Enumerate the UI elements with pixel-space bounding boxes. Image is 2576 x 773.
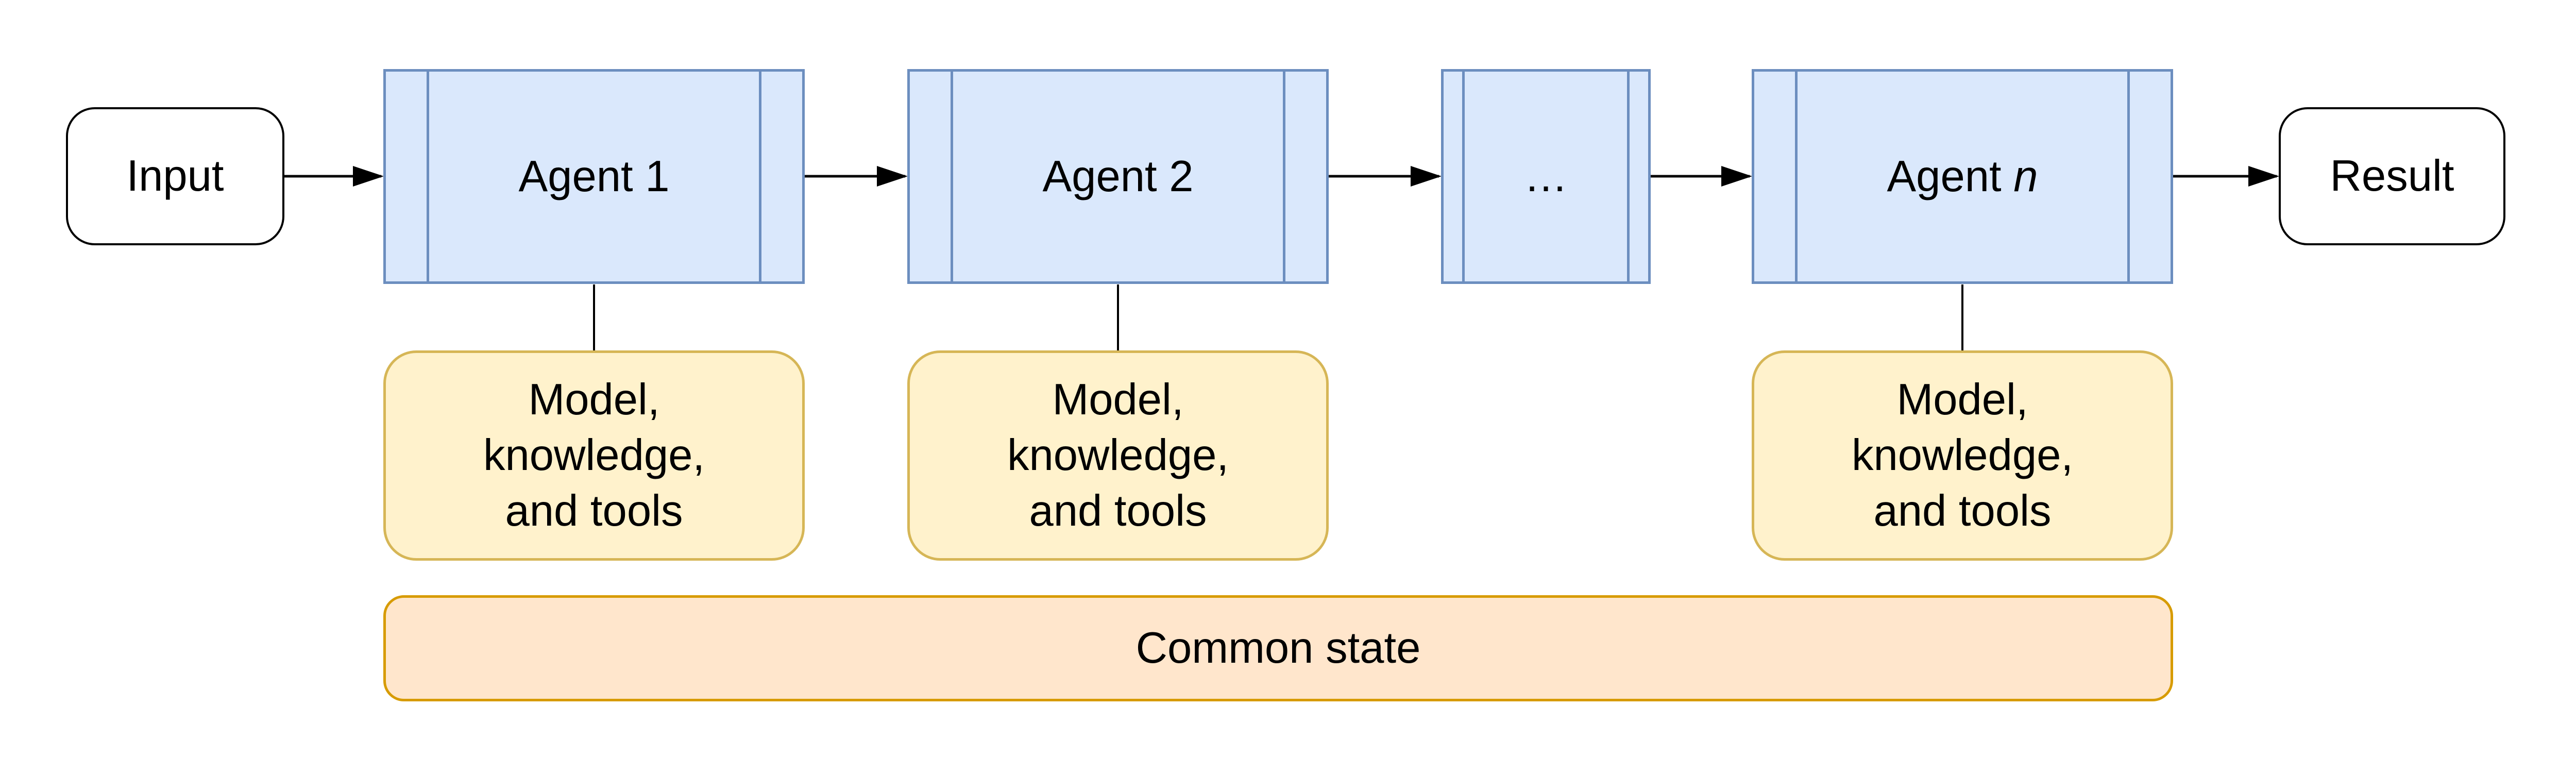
agent2-resources-node: Model, knowledge, and tools [907, 350, 1329, 561]
common-state-node: Common state [383, 595, 2173, 701]
process-bar-left [1795, 72, 1798, 281]
resource-line: and tools [1029, 486, 1207, 535]
resource-line: and tools [1873, 486, 2052, 535]
result-label: Result [2330, 152, 2454, 200]
agent1-label: Agent 1 [518, 152, 670, 201]
input-label: Input [126, 152, 224, 200]
resource-line: knowledge, [483, 431, 705, 480]
agent2-label: Agent 2 [1042, 152, 1194, 201]
resource-line: and tools [505, 486, 683, 535]
agent-n-node: Agent n [1752, 69, 2173, 284]
process-bar-left [1462, 72, 1465, 281]
agent1-resources-node: Model, knowledge, and tools [383, 350, 805, 561]
common-state-label: Common state [1136, 624, 1421, 673]
resource-line: Model, [1052, 375, 1184, 424]
ellipsis-node: … [1441, 69, 1651, 284]
result-node: Result [2279, 107, 2505, 245]
agent2-node: Agent 2 [907, 69, 1329, 284]
process-bar-left [427, 72, 429, 281]
resource-line: Model, [528, 375, 660, 424]
resource-line: Model, [1896, 375, 2028, 424]
process-bar-right [759, 72, 761, 281]
process-bar-left [951, 72, 953, 281]
resource-line: knowledge, [1007, 431, 1229, 480]
resource-line: knowledge, [1851, 431, 2074, 480]
process-bar-right [2127, 72, 2130, 281]
process-bar-right [1627, 72, 1630, 281]
process-bar-right [1283, 72, 1285, 281]
agent-n-label-variable: n [2013, 152, 2038, 201]
agent-n-resources-node: Model, knowledge, and tools [1752, 350, 2173, 561]
agent-n-label: Agent n [1887, 150, 2038, 203]
agent1-node: Agent 1 [383, 69, 805, 284]
input-node: Input [66, 107, 284, 245]
agent-n-label-prefix: Agent [1887, 152, 2014, 201]
ellipsis-label: … [1524, 152, 1568, 201]
